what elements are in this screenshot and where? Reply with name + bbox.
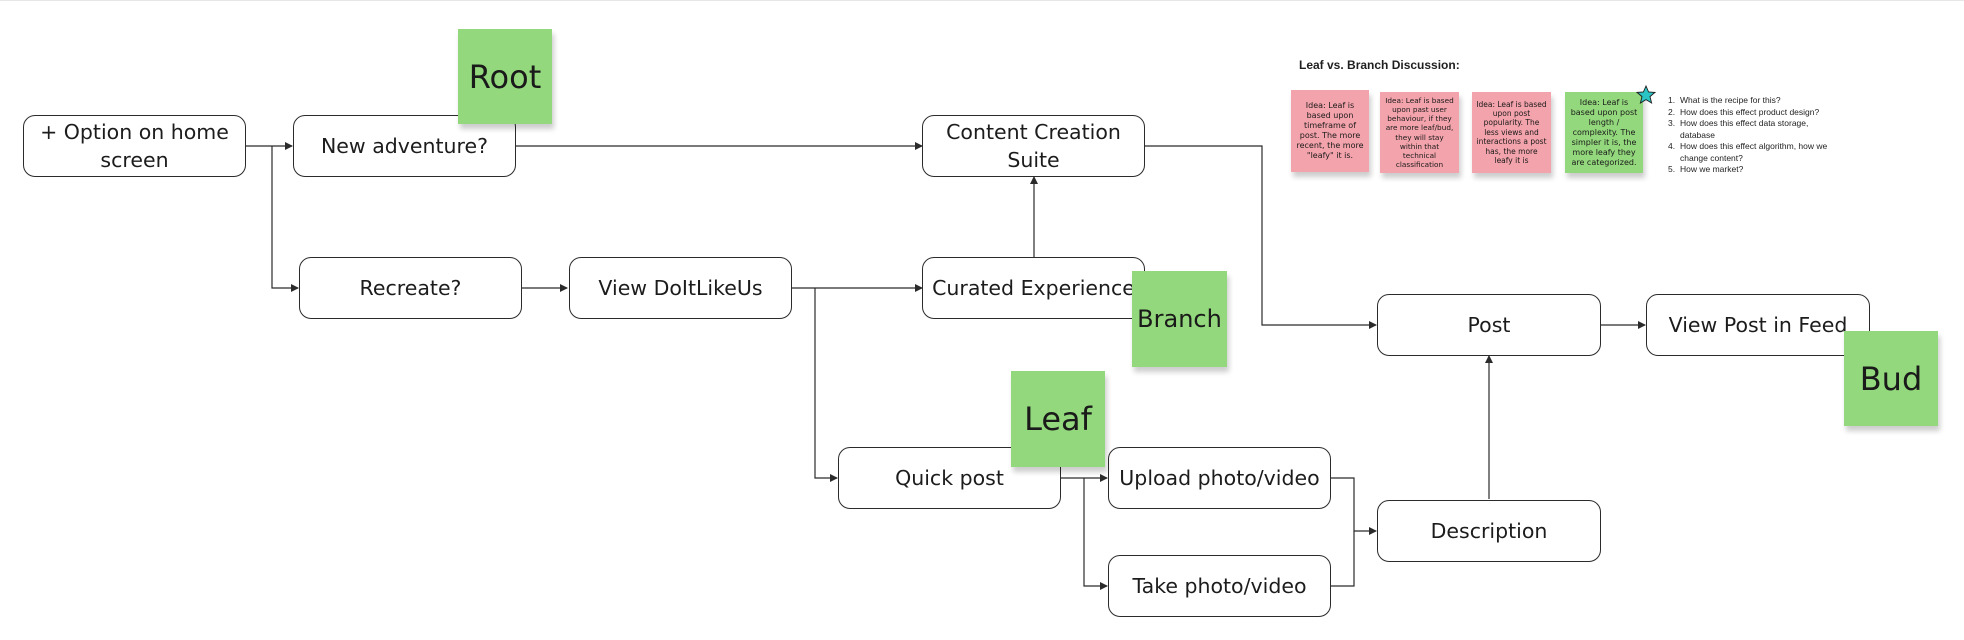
node-view-doitlikeus[interactable]: View DoItLikeUs xyxy=(569,257,792,319)
canvas-top-border xyxy=(0,0,1964,1)
node-label: Upload photo/video xyxy=(1119,466,1320,490)
question-item: 1.What is the recipe for this? xyxy=(1668,95,1781,105)
edge-quick-post-to-take xyxy=(1083,478,1108,590)
node-label: Description xyxy=(1430,519,1548,543)
node-content-creation-suite[interactable]: Content Creation Suite xyxy=(922,115,1145,177)
node-label: Post xyxy=(1467,313,1511,337)
question-item: 4.How does this effect algorithm, how we… xyxy=(1668,141,1828,163)
question-item: 5.How we market? xyxy=(1668,164,1744,174)
node-label: View Post in Feed xyxy=(1668,313,1848,337)
edge-upload-to-description xyxy=(1331,477,1377,535)
node-description[interactable]: Description xyxy=(1377,500,1601,562)
node-label: Recreate? xyxy=(359,276,462,300)
note-text: Idea: Leaf is based upon post popularity… xyxy=(1476,99,1547,166)
sticky-label: Bud xyxy=(1859,359,1923,398)
node-recreate[interactable]: Recreate? xyxy=(299,257,522,319)
note-text: Idea: Leaf is based upon past user behav… xyxy=(1385,95,1454,170)
node-label: + Option on home screen xyxy=(40,120,229,172)
discussion-note-3[interactable]: Idea: Leaf is based upon post popularity… xyxy=(1472,92,1551,173)
node-view-post-in-feed[interactable]: View Post in Feed xyxy=(1646,294,1870,356)
discussion-note-4[interactable]: Idea: Leaf is based upon post length / c… xyxy=(1565,92,1643,173)
edge-content-creation-to-post xyxy=(1145,145,1377,329)
sticky-branch[interactable]: Branch xyxy=(1132,271,1227,367)
discussion-questions: 1.What is the recipe for this? 2.How doe… xyxy=(1668,95,1840,176)
edge-view-doitlikeus-to-quick-post xyxy=(814,288,838,482)
note-text: Idea: Leaf is based upon timeframe of po… xyxy=(1296,101,1364,160)
sticky-bud[interactable]: Bud xyxy=(1844,331,1938,426)
node-upload-photo-video[interactable]: Upload photo/video xyxy=(1108,447,1331,509)
sticky-label: Branch xyxy=(1137,305,1222,333)
node-label: Curated Experience xyxy=(932,276,1135,300)
discussion-note-2[interactable]: Idea: Leaf is based upon past user behav… xyxy=(1380,92,1459,173)
node-new-adventure[interactable]: New adventure? xyxy=(293,115,516,177)
sticky-label: Root xyxy=(468,57,542,96)
node-label: Take photo/video xyxy=(1132,574,1307,598)
edge-take-to-description xyxy=(1331,531,1355,587)
node-curated-experience[interactable]: Curated Experience xyxy=(922,257,1145,319)
node-label: Content Creation Suite xyxy=(946,120,1121,172)
node-post[interactable]: Post xyxy=(1377,294,1601,356)
discussion-title: Leaf vs. Branch Discussion: xyxy=(1299,58,1460,72)
question-item: 3.How does this effect data storage, dat… xyxy=(1668,118,1809,140)
edge-home-to-recreate xyxy=(271,146,299,292)
question-item: 2.How does this effect product design? xyxy=(1668,106,1820,117)
node-label: Quick post xyxy=(895,466,1004,490)
sticky-leaf[interactable]: Leaf xyxy=(1011,371,1105,467)
star-icon xyxy=(1636,85,1656,104)
discussion-note-1[interactable]: Idea: Leaf is based upon timeframe of po… xyxy=(1291,90,1369,172)
node-option-home-screen[interactable]: + Option on home screen xyxy=(23,115,246,177)
sticky-root[interactable]: Root xyxy=(458,29,552,124)
node-take-photo-video[interactable]: Take photo/video xyxy=(1108,555,1331,617)
node-label: New adventure? xyxy=(320,134,489,158)
note-text: Idea: Leaf is based upon post length / c… xyxy=(1570,97,1638,167)
sticky-label: Leaf xyxy=(1024,400,1092,438)
node-label: View DoItLikeUs xyxy=(598,276,763,300)
